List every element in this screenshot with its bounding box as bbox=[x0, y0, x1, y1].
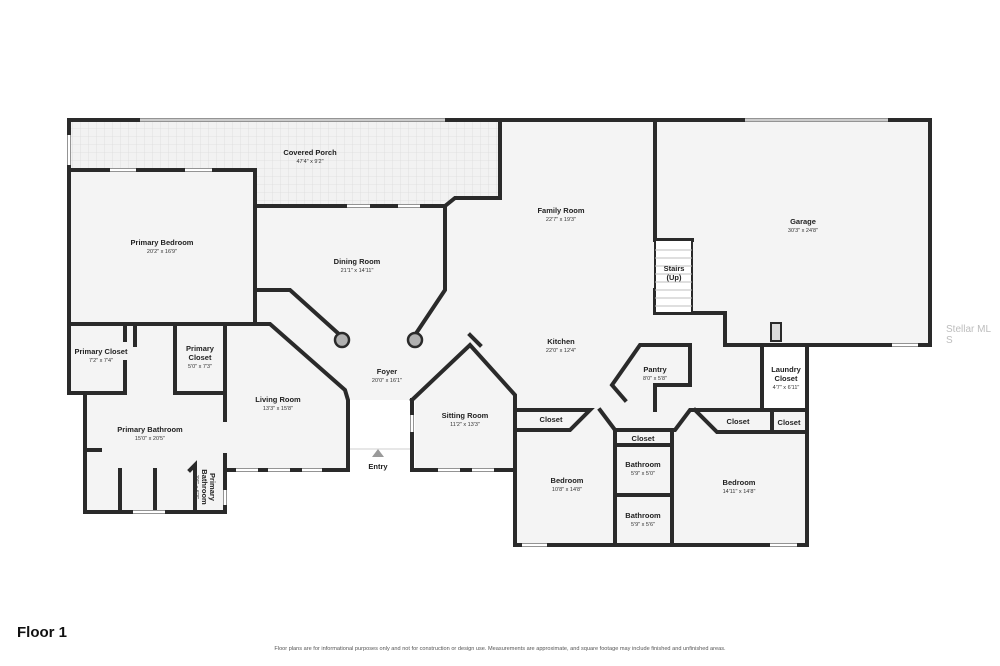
kitchen-name: Kitchen bbox=[547, 337, 575, 346]
kitchen-dim: 22'0" x 12'4" bbox=[546, 348, 576, 354]
bedroom-2-dim: 14'11" x 14'8" bbox=[723, 489, 756, 495]
primary-bathroom-small-name1: Primary bbox=[208, 473, 217, 502]
primary-bathroom-small-name2: Bathroom bbox=[200, 469, 209, 505]
bedroom-2-name: Bedroom bbox=[723, 478, 756, 487]
laundry-closet-dim: 4'7" x 6'11" bbox=[773, 385, 800, 391]
sitting-room-dim: 11'2" x 13'3" bbox=[450, 422, 480, 428]
stairs-name: Stairs bbox=[664, 264, 685, 273]
bathroom-2-name: Bathroom bbox=[625, 511, 661, 520]
foyer-dim: 20'0" x 16'1" bbox=[372, 378, 402, 384]
primary-closet-1-dim: 7'2" x 7'4" bbox=[89, 358, 113, 364]
primary-bedroom-dim: 20'2" x 16'9" bbox=[147, 249, 177, 255]
column-right bbox=[406, 331, 424, 349]
covered-porch-dim: 47'4" x 9'2" bbox=[296, 159, 323, 165]
pantry-dim: 8'0" x 5'8" bbox=[643, 376, 667, 382]
closet-c-name: Closet bbox=[727, 417, 750, 426]
covered-porch-name: Covered Porch bbox=[283, 148, 337, 157]
bathroom-2-dim: 5'9" x 5'6" bbox=[631, 522, 655, 528]
closet-a-name: Closet bbox=[540, 415, 563, 424]
disclaimer: Floor plans are for informational purpos… bbox=[274, 646, 726, 652]
sitting-room-name: Sitting Room bbox=[442, 411, 489, 420]
primary-closet-2-name2: Closet bbox=[189, 353, 212, 362]
entry-label: Entry bbox=[368, 462, 388, 471]
room-labels: Covered Porch 47'4" x 9'2" Family Room 2… bbox=[75, 148, 819, 528]
column-left bbox=[333, 331, 351, 349]
closet-d-name: Closet bbox=[778, 418, 801, 427]
family-room-dim: 22'7" x 19'3" bbox=[546, 217, 576, 223]
bedroom-1-name: Bedroom bbox=[551, 476, 584, 485]
primary-bathroom-name: Primary Bathroom bbox=[117, 425, 183, 434]
closet-b-name: Closet bbox=[632, 434, 655, 443]
dining-room-dim: 21'1" x 14'11" bbox=[341, 268, 374, 274]
primary-closet-2-name1: Primary bbox=[186, 344, 215, 353]
primary-bathroom-small-dim: 3'6" x 6'3" bbox=[193, 475, 199, 499]
laundry-closet-name2: Closet bbox=[775, 374, 798, 383]
primary-closet-1-name: Primary Closet bbox=[75, 347, 128, 356]
garage-name: Garage bbox=[790, 217, 816, 226]
laundry-closet-name1: Laundry bbox=[771, 365, 801, 374]
garage-dim: 30'3" x 24'8" bbox=[788, 228, 818, 234]
foyer-name: Foyer bbox=[377, 367, 398, 376]
primary-closet-2-dim: 5'0" x 7'3" bbox=[188, 364, 212, 370]
watermark: Stellar ML S bbox=[946, 324, 991, 346]
pantry-name: Pantry bbox=[643, 365, 667, 374]
family-room-name: Family Room bbox=[537, 206, 584, 215]
living-room-name: Living Room bbox=[255, 395, 301, 404]
dining-room-name: Dining Room bbox=[334, 257, 381, 266]
bedroom-1-dim: 10'8" x 14'8" bbox=[552, 487, 582, 493]
living-room-dim: 13'3" x 15'8" bbox=[263, 406, 293, 412]
bathroom-1-name: Bathroom bbox=[625, 460, 661, 469]
primary-bedroom-name: Primary Bedroom bbox=[131, 238, 194, 247]
entry-arrow-icon bbox=[372, 449, 384, 457]
stairs-sub: (Up) bbox=[667, 273, 682, 282]
floor-label: Floor 1 bbox=[17, 624, 68, 641]
windows bbox=[67, 118, 918, 547]
bathroom-1-dim: 5'9" x 5'0" bbox=[631, 471, 655, 477]
stairs bbox=[654, 239, 693, 314]
primary-bathroom-dim: 15'0" x 20'5" bbox=[135, 436, 165, 442]
